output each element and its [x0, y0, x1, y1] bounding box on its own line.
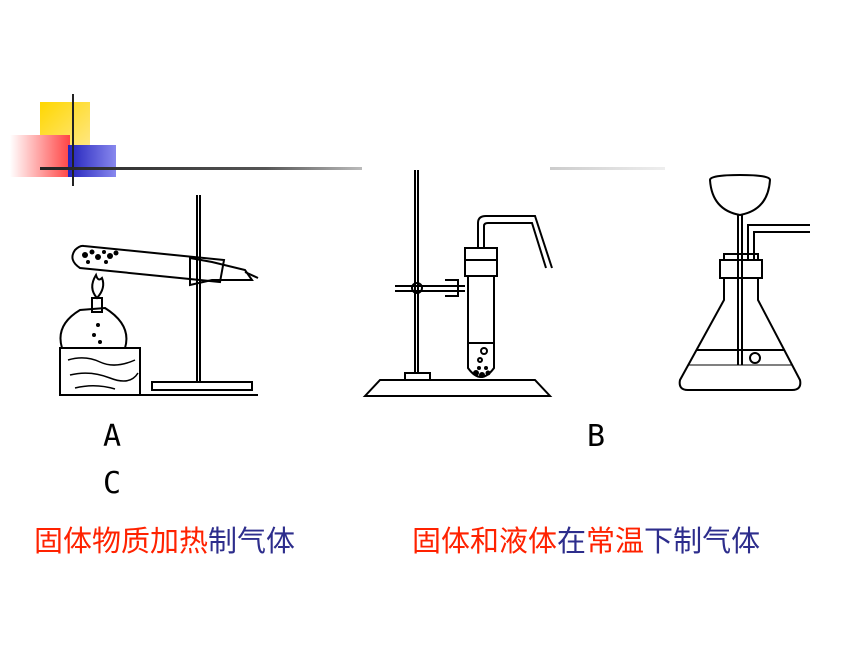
- apparatus-b-diagram: [362, 170, 553, 397]
- alcohol-lamp: [59, 306, 128, 349]
- caption-left-part-3: 制气体: [208, 524, 296, 558]
- caption-right-part-4: 下: [644, 524, 674, 558]
- delivery-tube: [747, 224, 810, 260]
- label-a: A: [103, 419, 122, 454]
- clamp: [189, 256, 254, 287]
- conical-flask: [678, 278, 802, 391]
- apparatus-a-diagram: [59, 195, 259, 396]
- caption-left-part-1: 固体物质: [34, 524, 151, 558]
- caption-right-part-3: 常温: [586, 524, 645, 558]
- caption-right-part-2: 在: [557, 524, 587, 558]
- stopper: [464, 247, 498, 277]
- stand-base: [362, 379, 553, 397]
- apparatus-c-diagram: [678, 173, 810, 391]
- label-b: B: [587, 419, 606, 454]
- deco-vertical-line: [72, 94, 74, 186]
- caption-right-part-5: 制气体: [673, 524, 761, 558]
- stand-base: [151, 381, 253, 391]
- caption-left: 固体物质加热制气体: [34, 527, 295, 556]
- caption-left-part-2: 加热: [150, 524, 209, 558]
- test-tube: [71, 244, 226, 284]
- deco-faint-line: [550, 167, 665, 170]
- caption-right-part-1: 固体和液体: [412, 524, 558, 558]
- deco-horizontal-line: [40, 167, 362, 170]
- delivery-tube: [477, 215, 553, 269]
- title-decoration: [0, 90, 400, 200]
- wooden-block: [59, 347, 141, 396]
- deco-blue-square: [68, 145, 116, 177]
- flame: [91, 272, 105, 300]
- deco-red-bar: [10, 135, 70, 177]
- label-c: C: [103, 466, 122, 501]
- funnel: [708, 173, 772, 217]
- caption-right: 固体和液体在常温下制气体: [412, 527, 760, 556]
